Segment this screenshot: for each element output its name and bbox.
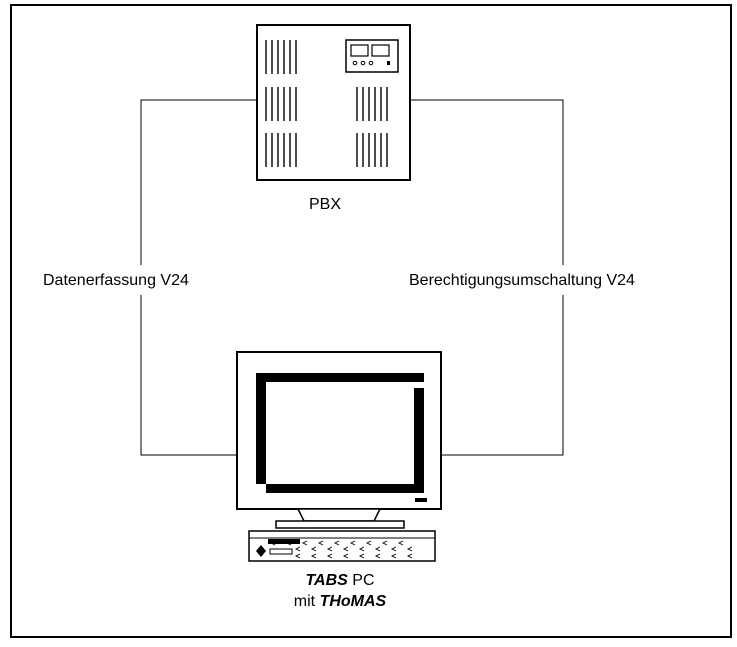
keyboard-key <box>269 540 276 546</box>
pbx-display-panel <box>345 39 399 73</box>
pc-label-mit: mit <box>293 593 320 610</box>
left-link-lower <box>140 295 237 456</box>
pbx-label: PBX <box>309 196 342 213</box>
keyboard-key <box>374 546 381 552</box>
pbx-cabinet-icon <box>256 24 411 181</box>
pc-label-pc: PC <box>347 572 375 589</box>
keyboard-key <box>406 553 413 559</box>
keyboard-key <box>326 553 333 559</box>
right-link-lower <box>441 295 564 456</box>
keyboard-key <box>390 546 397 552</box>
keyboard-key <box>333 540 340 546</box>
keyboard-key <box>390 553 397 559</box>
keyboard-key <box>294 546 301 552</box>
keyboard-key <box>342 546 349 552</box>
pc-label-line2: mit THoMAS <box>0 593 680 611</box>
left-link-label: Datenerfassung V24 <box>43 272 189 289</box>
keyboard-key <box>294 553 301 559</box>
keyboard-key <box>310 553 317 559</box>
left-link-upper <box>140 99 257 265</box>
keyboard-key <box>381 540 388 546</box>
keyboard-key <box>326 546 333 552</box>
keyboard-key <box>365 540 372 546</box>
keyboard-key <box>358 553 365 559</box>
keyboard-key <box>301 540 308 546</box>
keyboard-key <box>349 540 356 546</box>
keyboard-key <box>397 540 404 546</box>
keyboard-key <box>310 546 317 552</box>
diagram-frame <box>10 4 732 638</box>
pc-label-thomas: THoMAS <box>319 593 387 610</box>
right-link-upper <box>410 99 564 265</box>
pc-label-line1: TABS PC <box>0 572 680 590</box>
pc-monitor-icon <box>236 351 442 529</box>
keyboard-key <box>285 540 292 546</box>
pc-keyboard-icon <box>248 530 436 562</box>
keyboard-key <box>342 553 349 559</box>
keyboard-key <box>374 553 381 559</box>
keyboard-key <box>406 546 413 552</box>
keyboard-key <box>317 540 324 546</box>
right-link-label: Berechtigungsumschaltung V24 <box>409 272 635 289</box>
keyboard-key <box>358 546 365 552</box>
pc-label-tabs: TABS <box>305 572 348 589</box>
